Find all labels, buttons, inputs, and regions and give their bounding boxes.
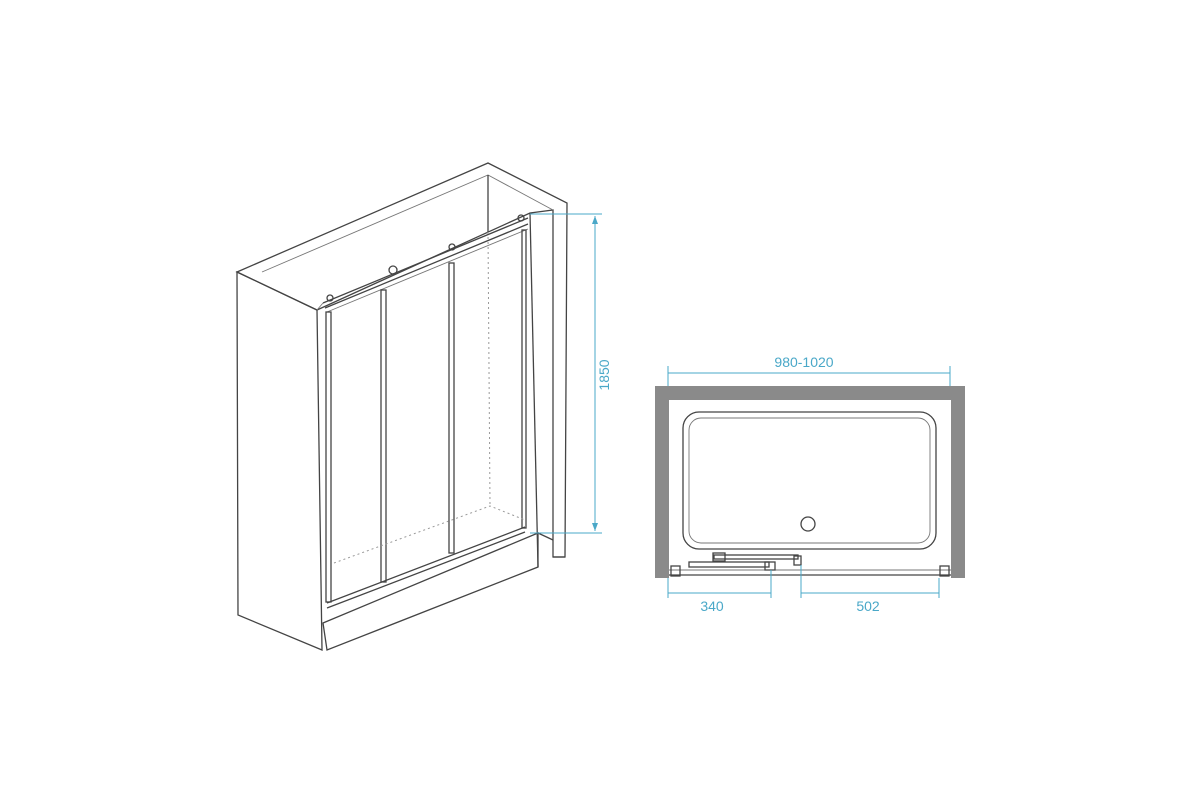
- door-panel-edge: [380, 289, 387, 583]
- door-panel: [688, 561, 770, 568]
- back-wall: [655, 386, 965, 400]
- right-wall: [951, 386, 965, 578]
- top-rail: [322, 217, 529, 304]
- left-wall-face: [236, 270, 323, 651]
- left-wall: [655, 386, 669, 578]
- door-frame-right: [521, 229, 527, 529]
- tray-base: [322, 532, 539, 651]
- plan-view: 980-1020 340 502: [655, 354, 965, 614]
- left-opening-label: 340: [700, 598, 724, 614]
- height-label: 1850: [596, 359, 612, 390]
- width-label: 980-1020: [774, 354, 833, 370]
- door-frame-left: [325, 311, 332, 603]
- wall-inner-top: [261, 174, 554, 273]
- door-panel: [713, 554, 799, 560]
- right-opening-label: 502: [856, 598, 880, 614]
- bottom-threshold: [326, 526, 526, 604]
- shower-tray: [682, 411, 937, 550]
- door-panel-edge: [448, 262, 455, 554]
- drain: [800, 516, 816, 532]
- isometric-view: 1850: [235, 162, 612, 651]
- right-wall-edge: [529, 212, 539, 568]
